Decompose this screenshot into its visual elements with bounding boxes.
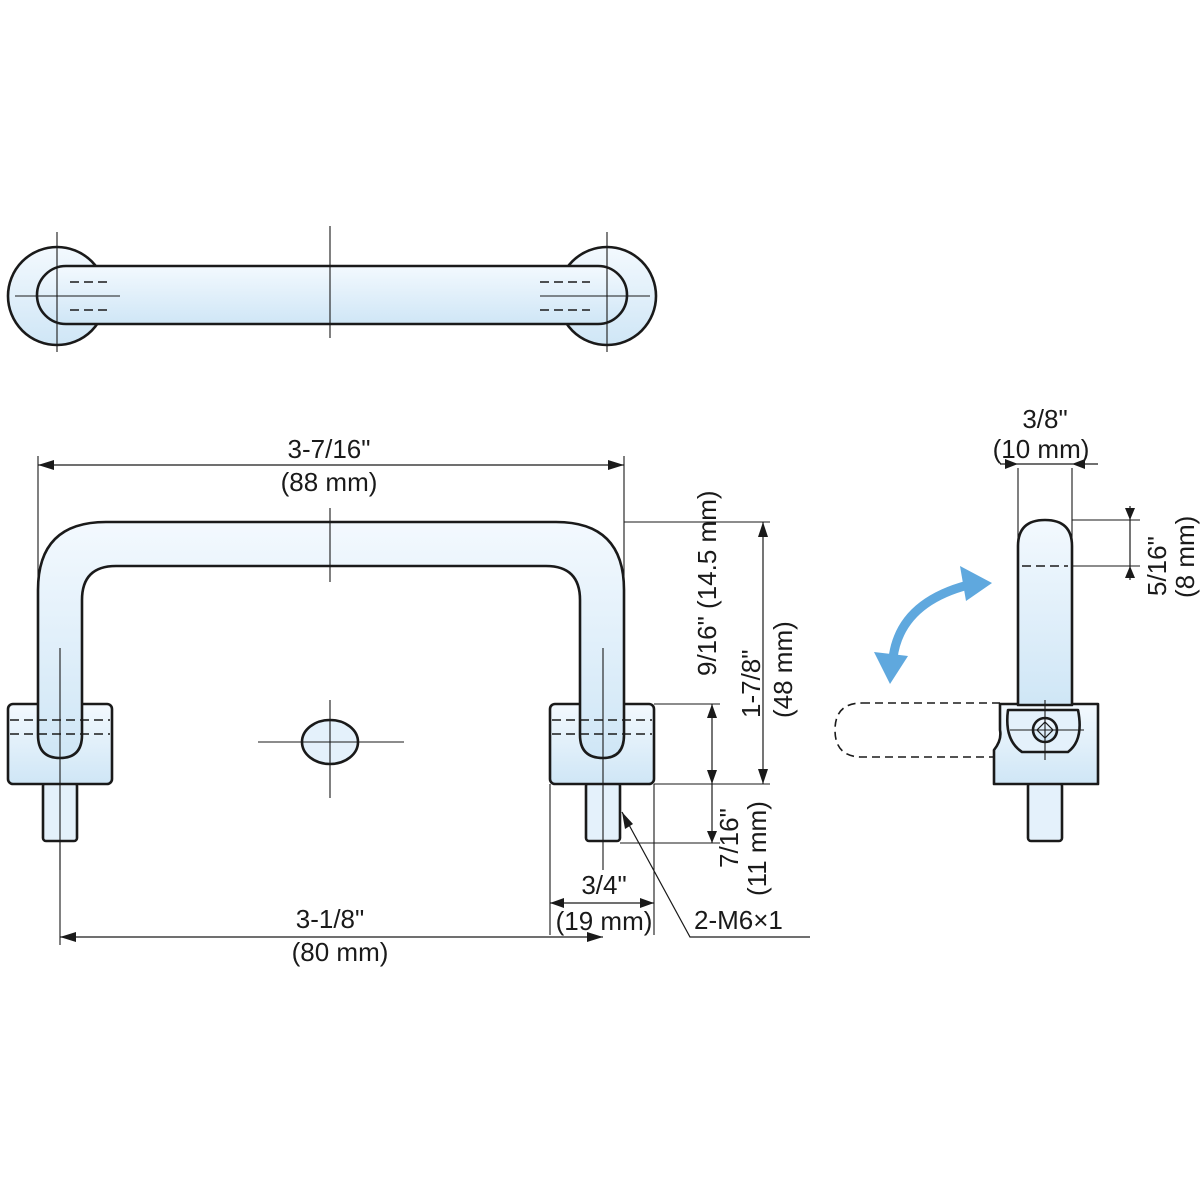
curved-double-arrow-icon bbox=[874, 566, 992, 684]
right-base-hidden-bore bbox=[552, 719, 652, 735]
mounting-pitch-imperial: 3-1/8" bbox=[296, 904, 365, 934]
side-stud bbox=[1026, 781, 1064, 843]
mounting-pitch-metric: (80 mm) bbox=[292, 937, 389, 967]
front-view bbox=[6, 508, 656, 870]
side-rod-metric: (10 mm) bbox=[993, 434, 1090, 464]
top-view-right-hidden bbox=[540, 281, 590, 311]
thread-callout: 2-M6×1 bbox=[694, 905, 783, 935]
front-view-center-lines bbox=[59, 508, 604, 870]
side-rod bbox=[1016, 518, 1074, 707]
top-view-grip-bar bbox=[35, 264, 629, 326]
inner-height-label: 9/16" (14.5 mm) bbox=[692, 490, 722, 676]
overall-width-imperial: 3-7/16" bbox=[288, 434, 371, 464]
stud-length-imperial: 7/16" bbox=[714, 808, 744, 868]
thread-callout-leader bbox=[621, 811, 810, 938]
u-handle bbox=[36, 520, 626, 760]
front-dimensions: 3-7/16" (88 mm) 3-1/8" (80 mm) 3/4" (19 … bbox=[37, 434, 810, 967]
overall-width-metric: (88 mm) bbox=[281, 467, 378, 497]
side-tip-imperial: 5/16" bbox=[1142, 536, 1172, 596]
side-rod-imperial: 3/8" bbox=[1022, 404, 1067, 434]
base-width-metric: (19 mm) bbox=[556, 906, 653, 936]
stud-length-metric: (11 mm) bbox=[742, 801, 772, 896]
side-view-center-lines bbox=[1010, 700, 1084, 760]
top-view-center-lines bbox=[15, 226, 650, 352]
overall-height-imperial: 1-7/8" bbox=[736, 650, 766, 719]
top-view bbox=[6, 226, 658, 352]
side-view: 3/8" (10 mm) 5/16" (8 mm) bbox=[834, 404, 1200, 843]
folded-position-ghost bbox=[834, 702, 1001, 758]
side-tip-metric: (8 mm) bbox=[1170, 516, 1200, 598]
overall-height-metric: (48 mm) bbox=[768, 621, 798, 718]
top-view-left-hidden bbox=[70, 281, 110, 311]
base-width-imperial: 3/4" bbox=[581, 870, 626, 900]
